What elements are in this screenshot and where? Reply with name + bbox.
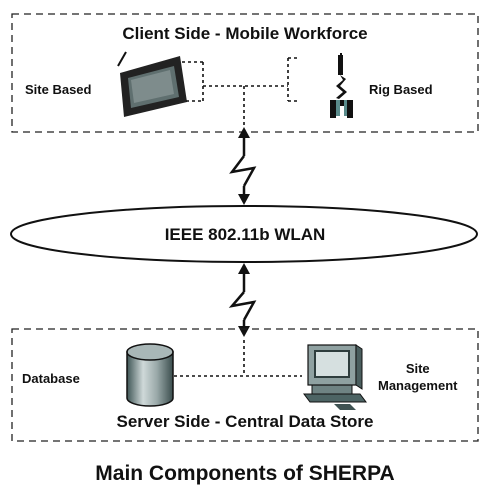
- site-based-label: Site Based: [25, 82, 92, 97]
- wireless-link-icon: [229, 127, 257, 205]
- desktop-computer-icon: [303, 344, 367, 410]
- client-connectors: [182, 57, 298, 125]
- handheld-device-icon: [330, 53, 353, 118]
- database-label: Database: [22, 371, 80, 386]
- rig-based-label: Rig Based: [369, 82, 433, 97]
- tablet-icon: [117, 51, 187, 117]
- site-management-line2: Management: [378, 378, 458, 393]
- site-management-line1: Site: [405, 361, 430, 376]
- wlan-label: IEEE 802.11b WLAN: [164, 225, 326, 244]
- database-cylinder-icon: [126, 343, 174, 407]
- server-side-title: Server Side - Central Data Store: [116, 412, 374, 431]
- server-connectors: [174, 340, 302, 377]
- server-side-box: [11, 328, 479, 442]
- wireless-link-icon: [228, 263, 257, 337]
- site-management-label: Site Management: [378, 360, 457, 394]
- client-side-title: Client Side - Mobile Workforce: [122, 24, 368, 43]
- figure-caption: Main Components of SHERPA: [95, 462, 395, 485]
- wlan-ellipse: [10, 205, 478, 263]
